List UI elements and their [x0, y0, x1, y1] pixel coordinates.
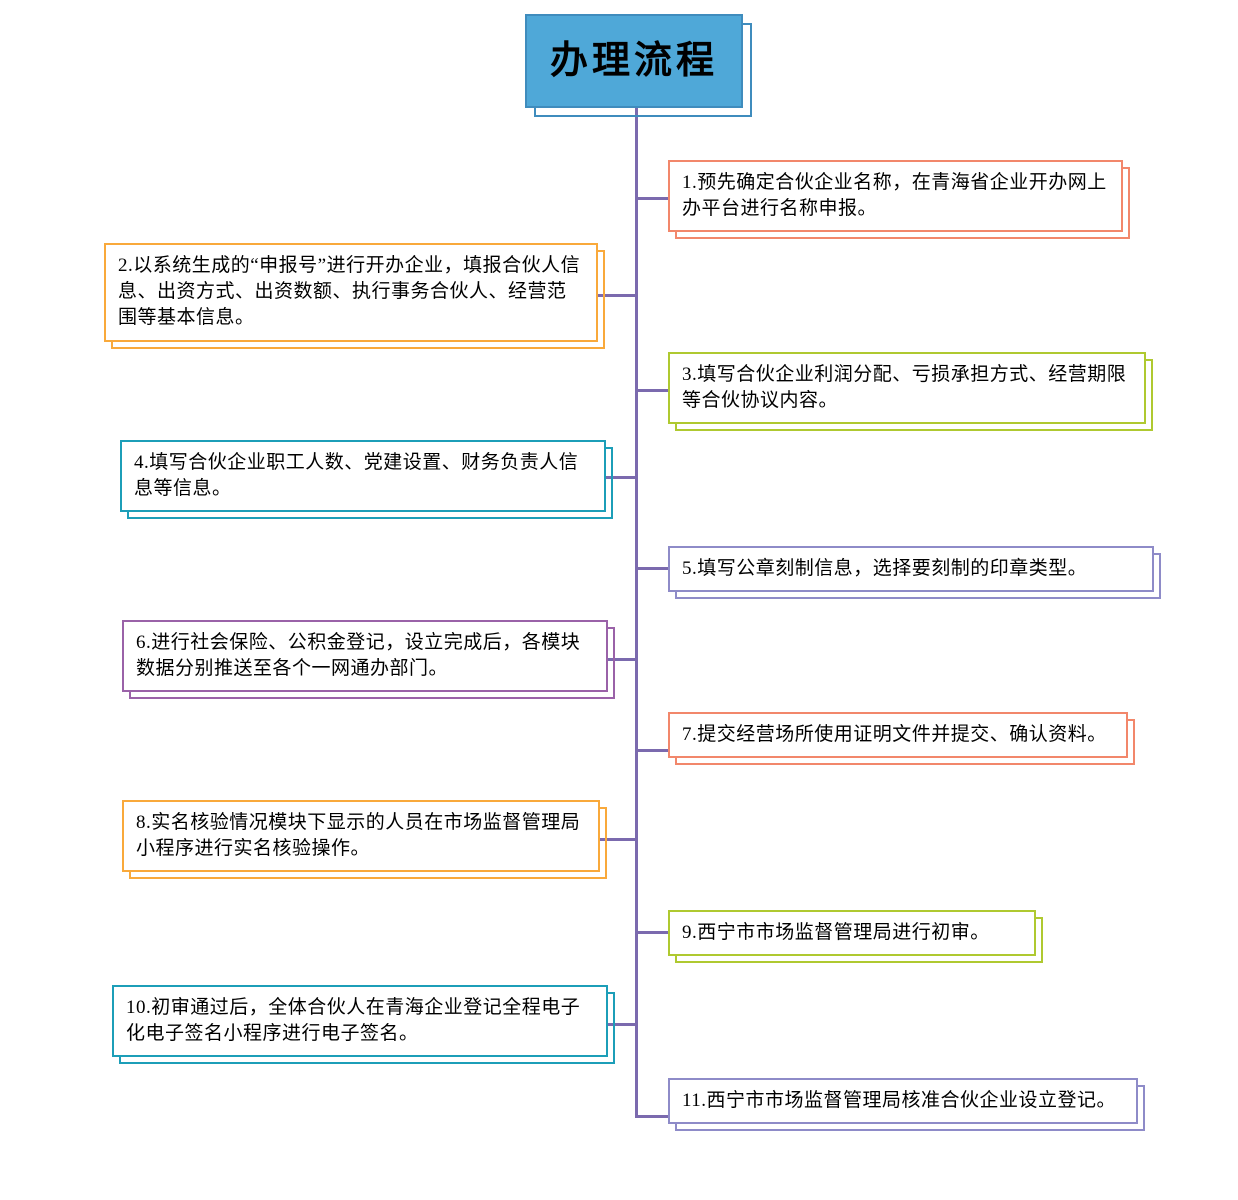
step-3-text: 3.填写合伙企业利润分配、亏损承担方式、经营期限等合伙协议内容。 [668, 352, 1146, 425]
connector-step-5 [636, 567, 668, 570]
step-3: 3.填写合伙企业利润分配、亏损承担方式、经营期限等合伙协议内容。 [668, 352, 1153, 432]
connector-step-1 [636, 197, 668, 200]
step-4: 4.填写合伙企业职工人数、党建设置、财务负责人信息等信息。 [120, 440, 613, 520]
connector-step-2 [596, 294, 637, 297]
connector-step-4 [604, 476, 637, 479]
step-9: 9.西宁市市场监督管理局进行初审。 [668, 910, 1043, 964]
step-9-text: 9.西宁市市场监督管理局进行初审。 [668, 910, 1036, 957]
step-6: 6.进行社会保险、公积金登记，设立完成后，各模块数据分别推送至各个一网通办部门。 [122, 620, 615, 700]
step-4-text: 4.填写合伙企业职工人数、党建设置、财务负责人信息等信息。 [120, 440, 606, 513]
step-5: 5.填写公章刻制信息，选择要刻制的印章类型。 [668, 546, 1161, 600]
step-8: 8.实名核验情况模块下显示的人员在市场监督管理局小程序进行实名核验操作。 [122, 800, 607, 880]
connector-step-6 [606, 658, 637, 661]
page-title: 办理流程 [525, 14, 743, 108]
step-7: 7.提交经营场所使用证明文件并提交、确认资料。 [668, 712, 1135, 766]
step-8-text: 8.实名核验情况模块下显示的人员在市场监督管理局小程序进行实名核验操作。 [122, 800, 600, 873]
connector-step-10 [606, 1023, 637, 1026]
step-1: 1.预先确定合伙企业名称，在青海省企业开办网上办平台进行名称申报。 [668, 160, 1130, 240]
connector-step-9 [636, 931, 668, 934]
step-7-text: 7.提交经营场所使用证明文件并提交、确认资料。 [668, 712, 1128, 759]
connector-step-11 [636, 1115, 668, 1118]
step-1-text: 1.预先确定合伙企业名称，在青海省企业开办网上办平台进行名称申报。 [668, 160, 1123, 233]
timeline-spine [635, 108, 638, 1118]
connector-step-3 [636, 389, 668, 392]
step-5-text: 5.填写公章刻制信息，选择要刻制的印章类型。 [668, 546, 1154, 593]
step-11-text: 11.西宁市市场监督管理局核准合伙企业设立登记。 [668, 1078, 1138, 1125]
step-10-text: 10.初审通过后，全体合伙人在青海企业登记全程电子化电子签名小程序进行电子签名。 [112, 985, 608, 1058]
step-10: 10.初审通过后，全体合伙人在青海企业登记全程电子化电子签名小程序进行电子签名。 [112, 985, 615, 1065]
title-node: 办理流程 [525, 14, 752, 117]
connector-step-8 [598, 838, 637, 841]
step-11: 11.西宁市市场监督管理局核准合伙企业设立登记。 [668, 1078, 1145, 1132]
connector-step-7 [636, 749, 668, 752]
step-2-text: 2.以系统生成的“申报号”进行开办企业，填报合伙人信息、出资方式、出资数额、执行… [104, 243, 598, 342]
step-6-text: 6.进行社会保险、公积金登记，设立完成后，各模块数据分别推送至各个一网通办部门。 [122, 620, 608, 693]
step-2: 2.以系统生成的“申报号”进行开办企业，填报合伙人信息、出资方式、出资数额、执行… [104, 243, 605, 349]
